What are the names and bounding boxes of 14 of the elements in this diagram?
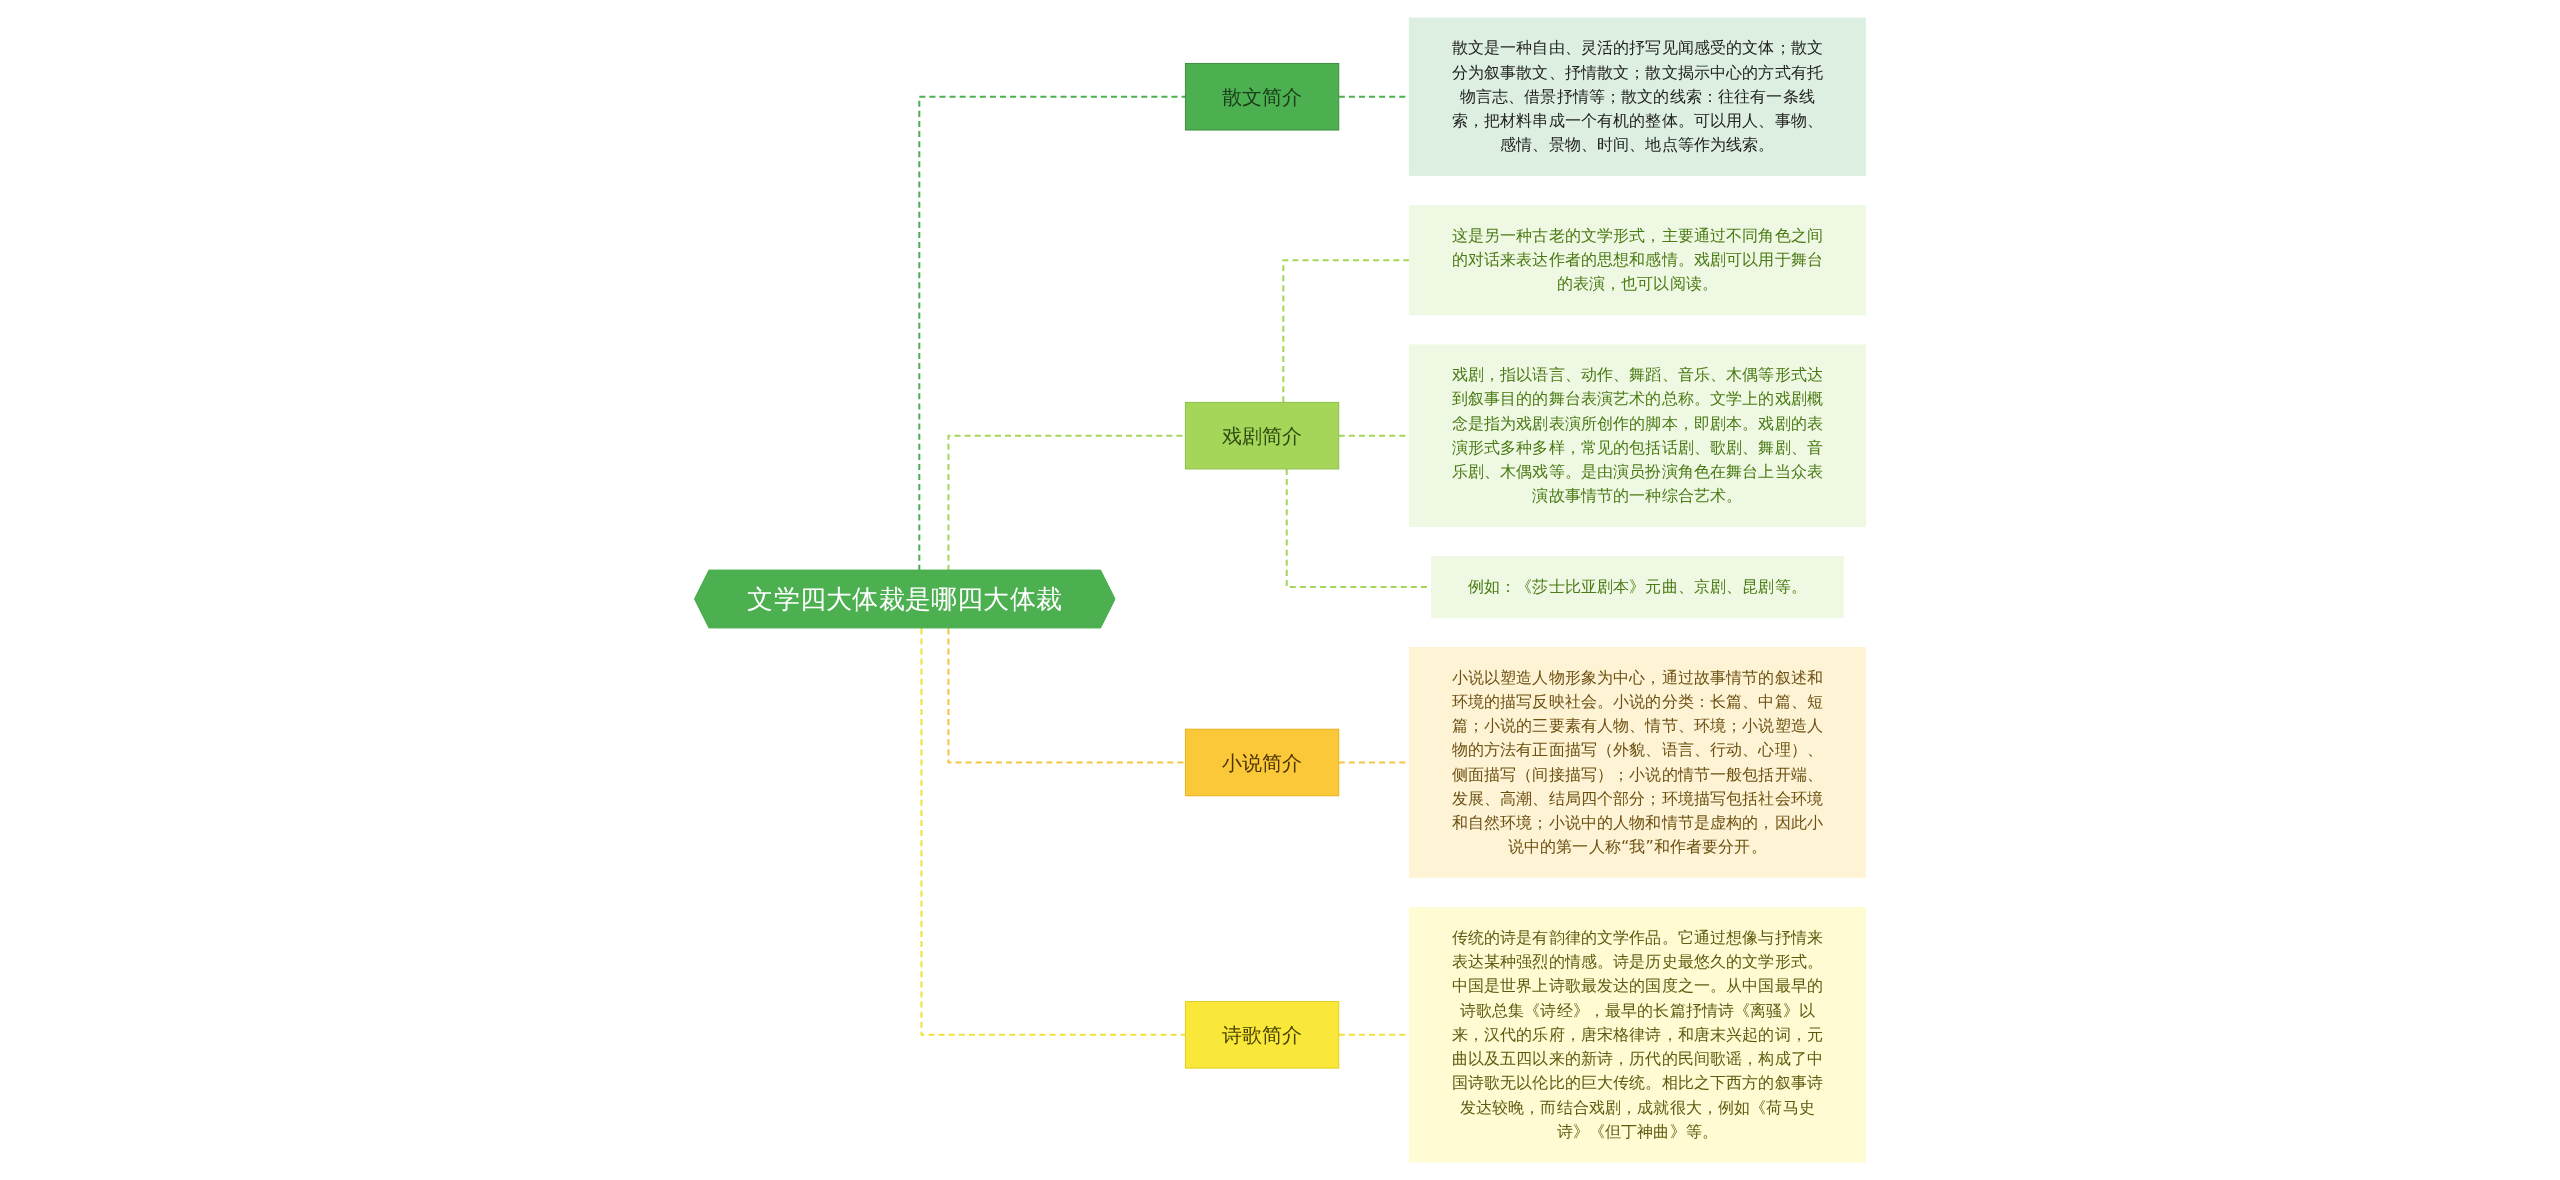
connector <box>920 628 1186 1036</box>
node-box: 传统的诗是有韵律的文学作品。它通过想像与抒情来表达某种强烈的情感。诗是历史最悠久的文学形式。中国是世界上诗歌最发达的国度之一。从中国最早的诗歌总集《诗经》，最早的长篇抒情诗《离骚》以来，汉代的乐府，唐宋格律诗，和唐末兴起的词，元曲以及五四以来的新诗，历代的民间歌谣，构成了中国诗歌无以伦比的巨大传统。相比之下西方的叙事诗发达较晚，而结合戏剧，成就很大，例如《荷马史诗》《但丁神曲》等。 <box>1408 907 1866 1163</box>
connector <box>918 95 1186 571</box>
node-box: 散文是一种自由、灵活的抒写见闻感受的文体；散文分为叙事散文、抒情散文；散文揭示中心的方式有托物言志、借景抒情等；散文的线索：往往有一条线索，把材料串成一个有机的整体。可以用人、事物、感情、景物、时间、地点等作为线索。 <box>1408 17 1866 176</box>
node-box: 小说以塑造人物形象为中心，通过故事情节的叙述和环境的描写反映社会。小说的分类：长篇、中篇、短篇；小说的三要素有人物、情节、环境；小说塑造人物的方法有正面描写（外貌、语言、行动、心理）、侧面描写（间接描写）；小说的情节一般包括开端、发展、高潮、结局四个部分；环境描写包括社会环境和自然环境；小说中的人物和情节是虚构的，因此小说中的第一人称“我”和作者要分开。 <box>1408 647 1866 878</box>
node-box: 戏剧，指以语言、动作、舞蹈、音乐、木偶等形式达到叙事目的的舞台表演艺术的总称。文学上的戏剧概念是指为戏剧表演所创作的脚本，即剧本。戏剧的表演形式多种多样，常见的包括话剧、歌剧、舞剧、音乐剧、木偶戏等。是由演员扮演角色在舞台上当众表演故事情节的一种综合艺术。 <box>1408 344 1866 527</box>
connector <box>1282 259 1410 403</box>
connector <box>947 628 1186 764</box>
node-box: 例如：《莎士比亚剧本》元曲、京剧、昆剧等。 <box>1431 556 1844 618</box>
node-box: 戏剧简介 <box>1184 401 1340 470</box>
node-box: 小说简介 <box>1184 728 1340 797</box>
node-box: 这是另一种古老的文学形式，主要通过不同角色之间的对话来表达作者的思想和感情。戏剧可以用于舞台的表演，也可以阅读。 <box>1408 205 1866 316</box>
node-box: 诗歌简介 <box>1184 1001 1340 1069</box>
node-box: 散文简介 <box>1184 62 1340 131</box>
